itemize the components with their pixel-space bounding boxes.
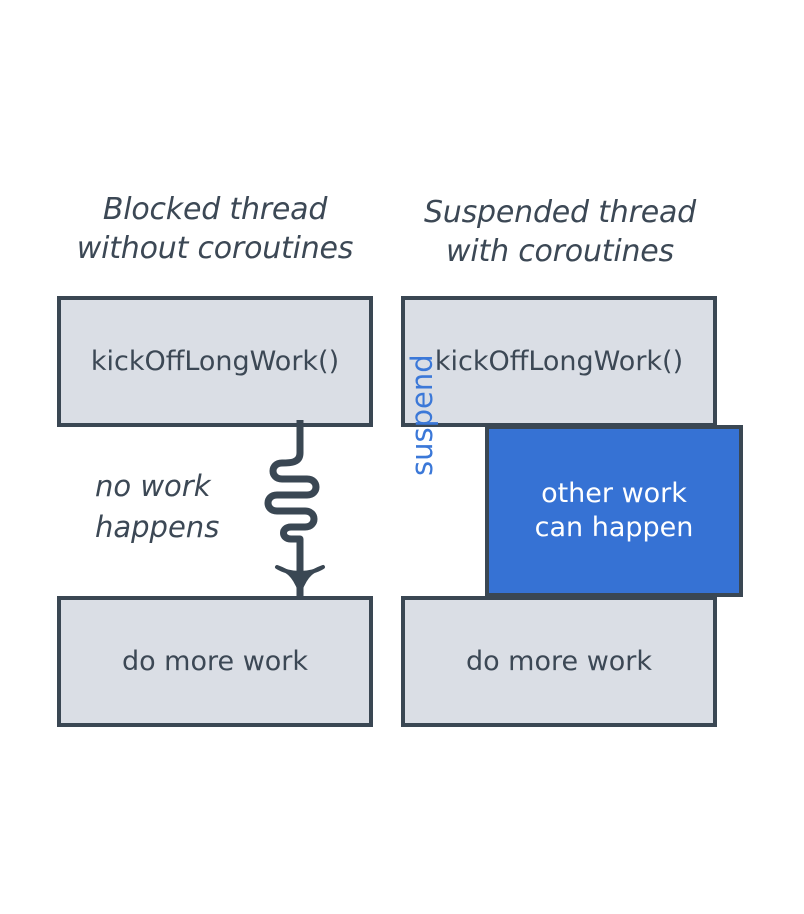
annotation-no-work-happens: no work happens [95,469,220,544]
column-title-suspended-thread: Suspended thread with coroutines [423,195,697,269]
annotation-suspend: suspend [405,354,439,476]
box-blocked-kickoff-long-work: kickOffLongWork() [57,296,373,427]
box-label: do more work [121,645,309,677]
box-suspended-kickoff-long-work: kickOffLongWork() [401,296,717,427]
box-suspended-do-more-work: do more work [401,596,717,727]
box-blocked-do-more-work: do more work [57,596,373,727]
squiggly-down-arrow-icon [264,420,325,596]
column-title-blocked-thread: Blocked thread without coroutines [76,192,354,266]
box-label: other work can happen [534,478,694,543]
box-label: kickOffLongWork() [90,345,340,377]
box-other-work-can-happen: other work can happen [485,425,743,597]
box-label: do more work [465,645,653,677]
box-label: kickOffLongWork() [434,345,684,377]
